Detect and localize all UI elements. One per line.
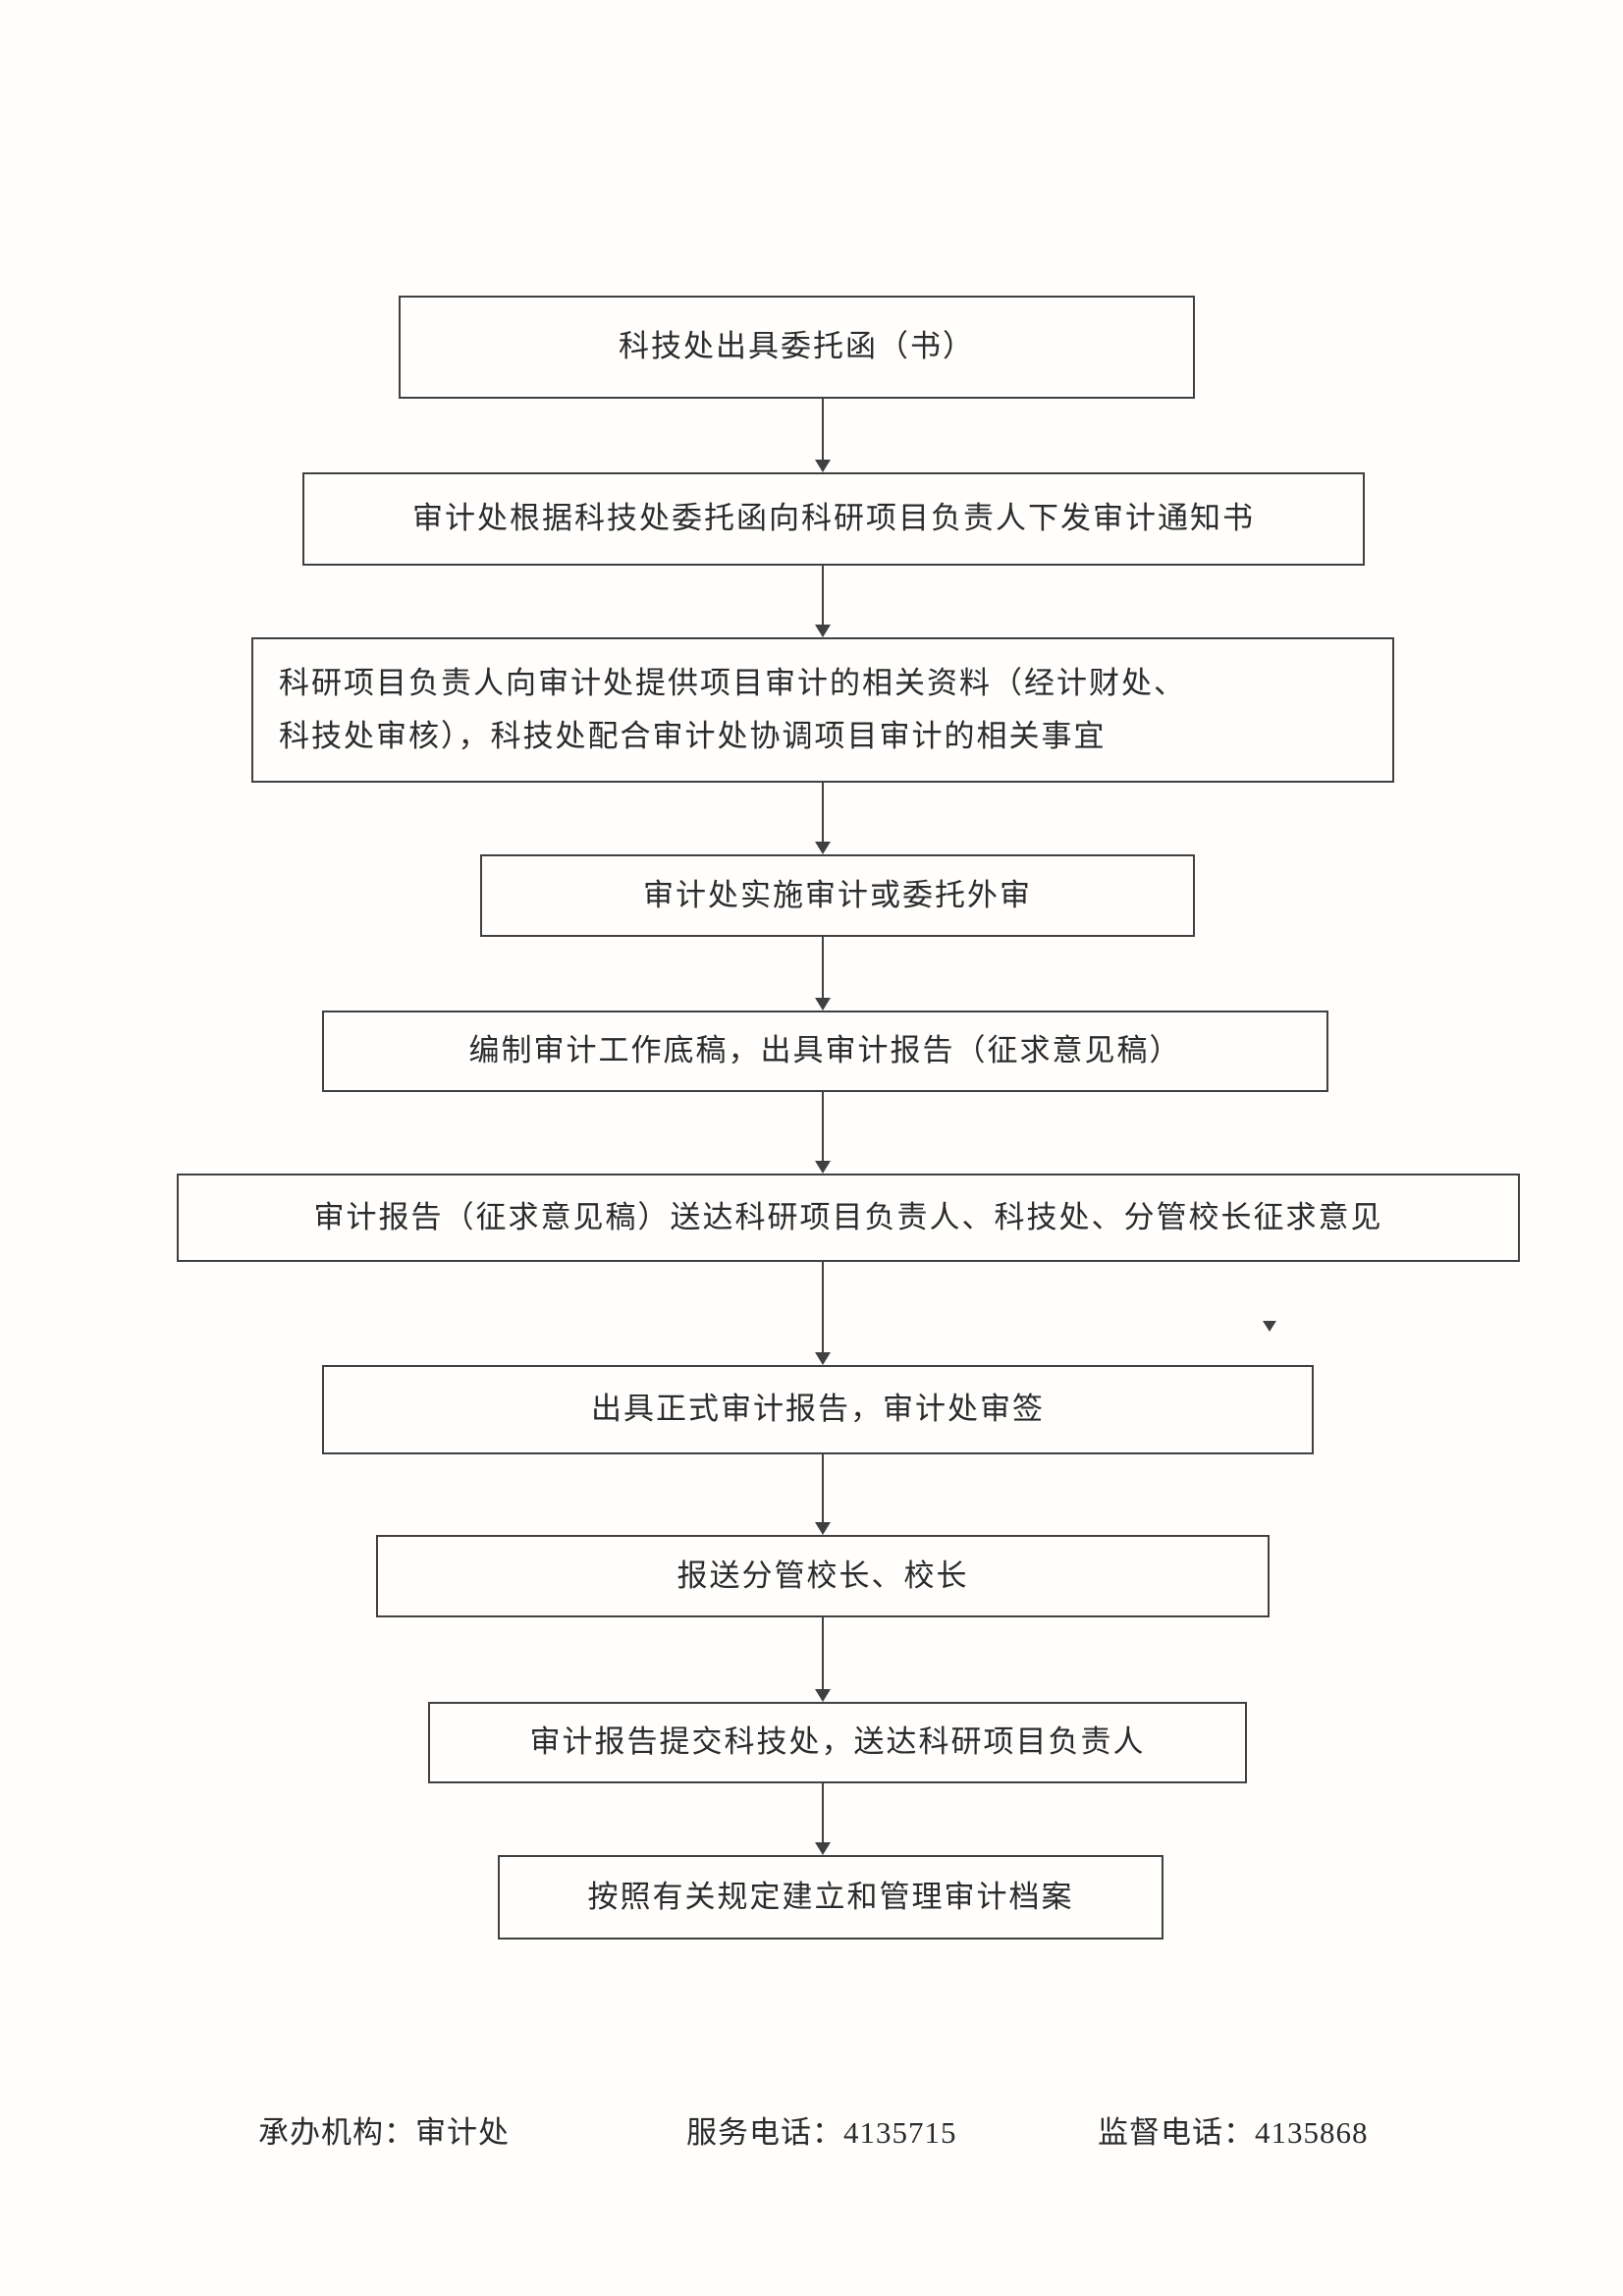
flow-step-6-solicit-opinions: 审计报告（征求意见稿）送达科研项目负责人、科技处、分管校长征求意见 [177,1174,1520,1262]
arrow-head-icon [815,1522,831,1535]
arrow-shaft [822,399,824,460]
flow-step-4-conduct-audit: 审计处实施审计或委托外审 [480,854,1195,937]
arrow-down-9 [815,1783,831,1855]
arrow-shaft [822,1617,824,1689]
arrow-head-icon [815,460,831,472]
arrow-shaft [822,1092,824,1161]
footer-service-phone-label: 服务电话：4135715 [686,2115,957,2150]
arrow-down-6 [815,1262,831,1365]
arrow-shaft [822,783,824,842]
arrow-shaft [822,1783,824,1842]
arrow-shaft [822,1262,824,1352]
arrow-shaft [822,1454,824,1522]
flow-step-5-draft-audit-report: 编制审计工作底稿，出具审计报告（征求意见稿） [322,1011,1328,1092]
arrow-head-icon [815,625,831,637]
arrow-down-2 [815,566,831,637]
arrow-head-icon [815,1689,831,1702]
arrow-head-icon [815,1842,831,1855]
flow-step-1-issue-commission-letter: 科技处出具委托函（书） [399,296,1195,399]
arrow-head-icon [815,1352,831,1365]
footer-supervision-phone-label: 监督电话：4135868 [1098,2115,1369,2150]
arrow-head-icon [815,842,831,854]
flow-step-7-issue-formal-report: 出具正式审计报告，审计处审签 [322,1365,1314,1454]
arrow-down-1 [815,399,831,472]
arrow-down-5 [815,1092,831,1174]
arrow-down-7 [815,1454,831,1535]
stray-arrow-head-icon [1263,1321,1276,1332]
arrow-head-icon [815,998,831,1011]
footer-agency-label: 承办机构：审计处 [258,2115,510,2150]
arrow-down-4 [815,937,831,1011]
arrow-down-8 [815,1617,831,1702]
flow-step-2-issue-audit-notice: 审计处根据科技处委托函向科研项目负责人下发审计通知书 [302,472,1365,566]
flow-step-8-report-to-president: 报送分管校长、校长 [376,1535,1270,1617]
flow-step-3-provide-audit-materials: 科研项目负责人向审计处提供项目审计的相关资料（经计财处、 科技处审核），科技处配… [251,637,1394,783]
flow-step-9-deliver-audit-report: 审计报告提交科技处，送达科研项目负责人 [428,1702,1247,1783]
flow-step-10-manage-audit-archives: 按照有关规定建立和管理审计档案 [498,1855,1163,1940]
arrow-shaft [822,937,824,998]
arrow-down-3 [815,783,831,854]
arrow-shaft [822,566,824,625]
arrow-head-icon [815,1161,831,1174]
